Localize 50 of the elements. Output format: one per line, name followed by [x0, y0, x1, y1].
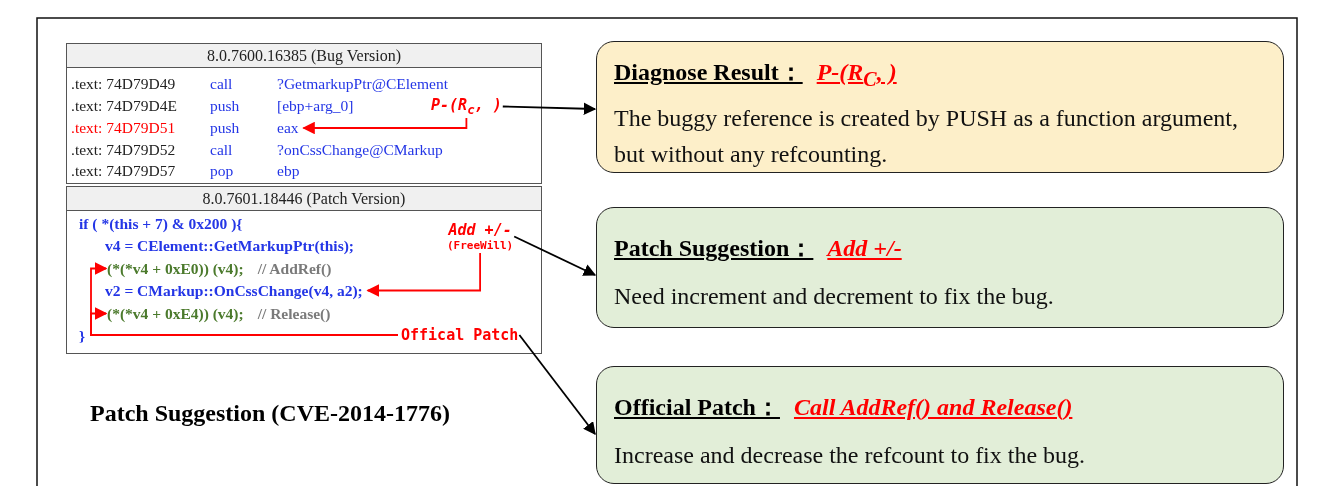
- code-line: }: [79, 326, 86, 346]
- address-text: .text: 74D79D51: [71, 118, 176, 138]
- leader-arrow: [518, 334, 596, 435]
- panel-header: 8.0.7600.16385 (Bug Version): [67, 44, 541, 68]
- operand-text: eax: [277, 118, 299, 138]
- code-panel: [66, 43, 542, 184]
- code-comment: // AddRef(): [257, 260, 332, 277]
- pointer-arrow: [366, 252, 481, 297]
- pointer-arrow: [302, 117, 468, 135]
- opcode-text: pop: [210, 161, 234, 181]
- operand-text: ebp: [277, 161, 300, 181]
- operand-text: ?GetmarkupPtr@CElement: [277, 74, 448, 94]
- card-body: Increase and decrease the refcount to fix the bug.: [614, 441, 1087, 470]
- opcode-text: push: [210, 96, 240, 116]
- code-line: v2 = CMarkup::OnCssChange(v4, a2);: [105, 281, 363, 301]
- result-card: [596, 207, 1284, 328]
- card-heading: Diagnose Result：: [614, 59, 804, 85]
- annotation-note: (FreeWill): [447, 239, 514, 252]
- address-text: .text: 74D79D49: [71, 74, 176, 94]
- leader-arrow: [501, 102, 597, 115]
- code-line: if ( *(this + 7) & 0x200 ){: [79, 214, 243, 234]
- operand-text: [ebp+arg_0]: [277, 96, 354, 116]
- card-value: P-(R$_{C}$, ): [816, 59, 897, 85]
- code-line: v4 = CElement::GetMarkupPtr(this);: [105, 236, 355, 256]
- address-text: .text: 74D79D57: [71, 161, 176, 181]
- card-value: Add +/-: [827, 235, 902, 261]
- code-text: (*(*v4 + 0xE4)) (v4);: [107, 305, 244, 322]
- result-card: [596, 41, 1284, 173]
- panel-header: 8.0.7601.18446 (Patch Version): [67, 187, 541, 211]
- annotation-text: Offical Patch: [401, 326, 519, 348]
- opcode-text: call: [210, 74, 233, 94]
- code-comment: // Release(): [257, 305, 331, 322]
- pointer-arrow: [90, 307, 399, 336]
- annotation-text: Add +/-: [447, 221, 513, 239]
- card-value: Call AddRef() and Release(): [793, 394, 1073, 420]
- opcode-text: push: [210, 118, 240, 138]
- figure-caption: Patch Suggestion (CVE-2014-1776): [90, 400, 450, 427]
- code-text: (*(*v4 + 0xE0)) (v4);: [107, 260, 244, 277]
- opcode-text: call: [210, 140, 233, 160]
- code-panel: [66, 186, 542, 354]
- operand-text: ?onCssChange@CMarkup: [277, 140, 443, 160]
- address-text: .text: 74D79D52: [71, 140, 176, 160]
- card-body: The buggy reference is created by PUSH as a function argument, but without any refcounting.: [614, 104, 1239, 169]
- result-card: [596, 366, 1284, 484]
- card-body: Need increment and decrement to fix the bug.: [614, 282, 1055, 311]
- leader-arrow: [513, 235, 597, 276]
- address-text: .text: 74D79D4E: [71, 96, 177, 116]
- annotation-text: P-(R$_{c}$, ): [431, 96, 502, 120]
- card-heading: Patch Suggestion：: [614, 235, 815, 261]
- card-heading: Official Patch：: [614, 394, 781, 420]
